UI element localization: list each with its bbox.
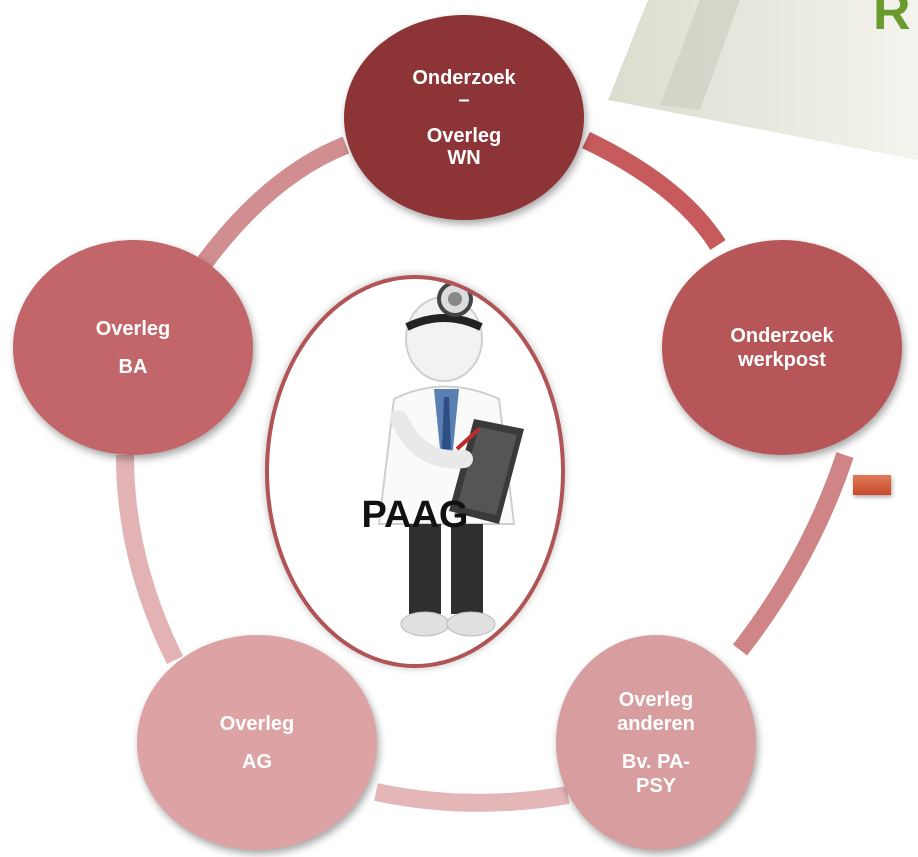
node-top-line4: WN — [447, 146, 481, 169]
node-top-line3: Overleg — [426, 124, 502, 147]
node-bottomleft-line2: AG — [242, 750, 272, 773]
node-right-line1: Onderzoek — [730, 324, 834, 347]
connector-bottom — [374, 783, 570, 812]
node-onderzoek-overleg-wn: Onderzoek – Overleg WN — [344, 15, 584, 220]
node-bottomright-line3: Bv. PA- — [621, 750, 691, 773]
node-bottomright-line2: anderen — [617, 712, 695, 735]
slide-marker — [853, 475, 891, 495]
connector-left-bottomleft — [116, 454, 184, 665]
node-bottomleft-line1: Overleg — [219, 712, 295, 735]
node-bottomright-line4: PSY — [635, 774, 677, 797]
node-overleg-anderen: Overleg anderen Bv. PA- PSY — [556, 635, 756, 850]
node-right-line2: werkpost — [738, 348, 826, 371]
node-left-line1: Overleg — [95, 317, 171, 340]
node-top-line1: Onderzoek — [412, 66, 516, 89]
node-overleg-ba: Overleg BA — [13, 240, 253, 455]
banner-title-letter: R — [873, 0, 911, 41]
node-left-line2: BA — [118, 355, 148, 378]
node-overleg-ag: Overleg AG — [137, 635, 377, 850]
center-label: PAAG — [361, 494, 469, 536]
doctor-figure-icon — [377, 281, 524, 637]
node-top-line2: – — [458, 88, 470, 111]
node-onderzoek-werkpost: Onderzoek werkpost — [662, 240, 902, 455]
connector-left-top — [197, 136, 350, 268]
center-hub: PAAG — [265, 275, 565, 668]
connector-right-bottomright — [732, 452, 854, 656]
banner-stripe — [660, 0, 740, 110]
node-bottomright-line1: Overleg — [618, 688, 694, 711]
connector-top-right — [582, 131, 726, 250]
